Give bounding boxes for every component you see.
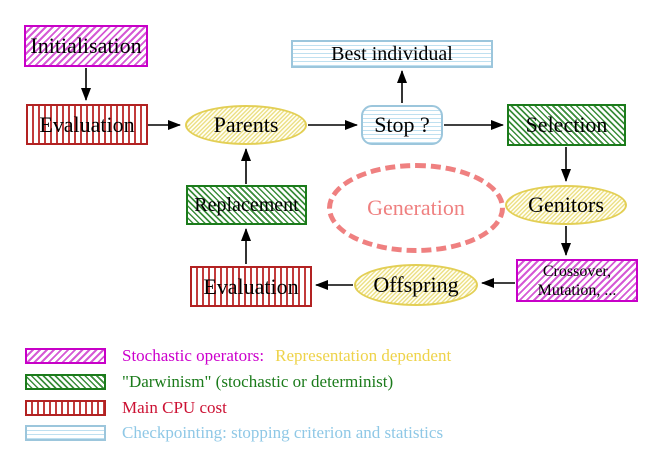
crossover-line1: Crossover, bbox=[542, 262, 612, 280]
node-stop: Stop ? bbox=[361, 105, 443, 145]
crossover-line2: Mutation, ... bbox=[537, 281, 617, 299]
node-offspring: Offspring bbox=[354, 264, 478, 306]
generation-label: Generation bbox=[367, 195, 465, 220]
node-replacement: Replacement bbox=[186, 185, 307, 225]
legend-label-representation-dependent: Representation dependent bbox=[275, 346, 452, 365]
legend-swatch-green-hatch bbox=[25, 374, 106, 390]
legend-row-stochastic: Stochastic operators: Representation depe… bbox=[25, 346, 451, 366]
node-best-individual: Best individual bbox=[291, 40, 493, 68]
legend-label-checkpointing: Checkpointing: stopping criterion and st… bbox=[122, 423, 444, 442]
legend-label-stochastic-operators: Stochastic operators: bbox=[122, 346, 265, 365]
legend-swatch-cyan-stripes bbox=[25, 425, 106, 441]
node-genitors: Genitors bbox=[505, 185, 627, 225]
legend-label-darwinism: "Darwinism" (stochastic or determinist) bbox=[122, 372, 394, 391]
node-initialisation: Initialisation bbox=[24, 25, 148, 67]
node-crossover-mutation: Crossover, Mutation, ... bbox=[516, 259, 638, 302]
legend-swatch-magenta-hatch bbox=[25, 348, 106, 364]
generation-loop-ellipse: Generation bbox=[327, 163, 505, 253]
node-parents: Parents bbox=[185, 105, 307, 145]
node-evaluation-top: Evaluation bbox=[26, 104, 148, 145]
legend-row-darwinism: "Darwinism" (stochastic or determinist) bbox=[25, 372, 393, 392]
node-selection: Selection bbox=[507, 104, 626, 146]
legend-label-main-cpu-cost: Main CPU cost bbox=[122, 398, 227, 417]
node-evaluation-bottom: Evaluation bbox=[190, 266, 312, 307]
legend-row-checkpointing: Checkpointing: stopping criterion and st… bbox=[25, 423, 443, 443]
legend-swatch-red-stripes bbox=[25, 400, 106, 416]
legend-row-cpu-cost: Main CPU cost bbox=[25, 398, 227, 418]
